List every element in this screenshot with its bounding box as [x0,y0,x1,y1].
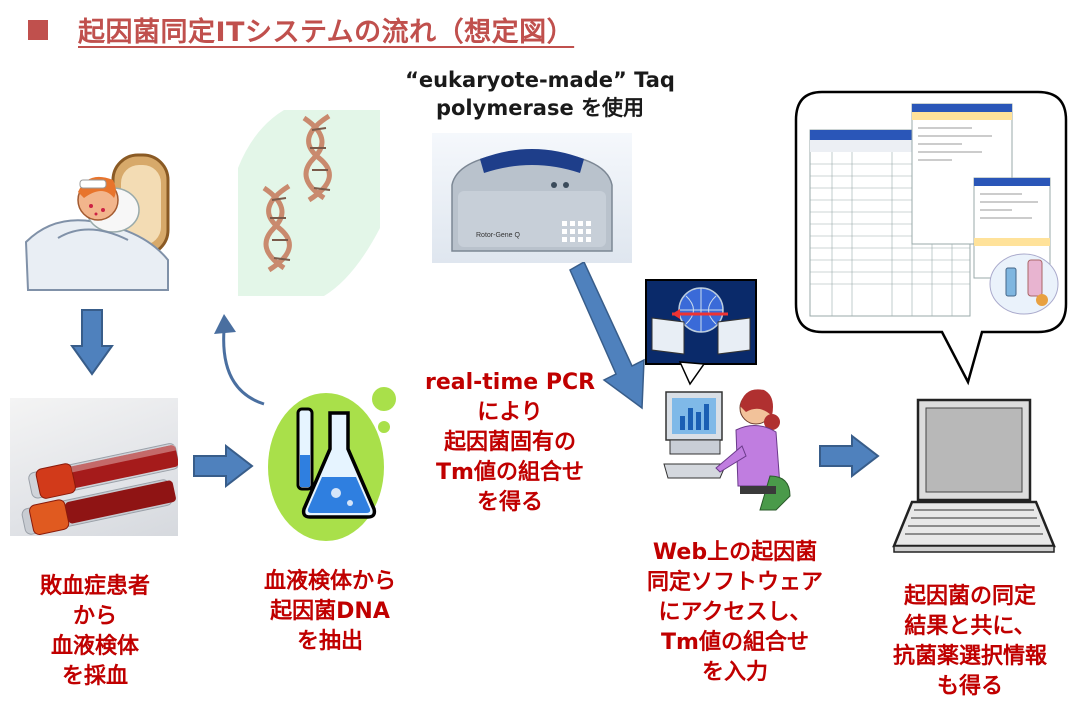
step-extract-text: 血液検体から 起因菌DNA を抽出 [240,567,420,657]
patient-line1: 敗血症患者 [39,574,150,599]
pcr-machine-icon: Rotor-Gene Q [432,133,632,263]
person-at-computer-icon [660,386,798,514]
pcr-line2: により [477,400,543,425]
pcr-caption-line1: “eukaryote-made” Taq [405,68,675,92]
right-arrow-icon [192,444,254,488]
patient-line2: から [72,604,117,629]
result-line1: 起因菌の同定 [903,584,1036,609]
diagonal-arrow-icon [560,262,660,412]
step-result-text: 起因菌の同定 結果と共に、 抗菌薬選択情報 も得る [870,582,1070,702]
patient-line3: 血液検体 [50,634,139,659]
extract-line1: 血液検体から [263,569,396,594]
blood-tube-icon [10,398,178,536]
pcr-enzyme-caption: “eukaryote-made” Taq polymerase を使用 [380,66,700,122]
web-line4: Tm値の組合せ [661,630,809,655]
web-line2: 同定ソフトウェア [646,570,823,595]
result-line4: も得る [936,674,1003,699]
result-line3: 抗菌薬選択情報 [892,644,1047,669]
result-line2: 結果と共に、 [904,614,1036,639]
network-computer-icon [644,278,758,388]
extract-line2: 起因菌DNA [270,599,390,624]
sick-patient-icon [18,150,178,300]
extract-line3: を抽出 [296,629,363,654]
right-arrow-icon [818,434,880,478]
web-line1: Web上の起因菌 [652,540,818,565]
curved-arrow-icon [200,300,280,410]
step-web-text: Web上の起因菌 同定ソフトウェア にアクセスし、 Tm値の組合せ を入力 [630,538,840,688]
pcr-line4: Tm値の組合せ [436,460,584,485]
patient-line4: を採血 [61,664,128,689]
step-pcr-text: real-time PCR により 起因菌固有の Tm値の組合せ を得る [410,368,610,518]
pcr-line5: を得る [476,490,543,515]
down-arrow-icon [70,308,114,376]
dna-helix-icon [234,108,382,298]
web-line5: を入力 [701,660,768,685]
lab-flask-icon [258,385,398,545]
title-bullet [28,20,48,40]
pcr-line3: 起因菌固有の [443,430,576,455]
page-title: 起因菌同定ITシステムの流れ（想定図） [78,17,575,48]
pcr-line1: real-time PCR [424,370,596,395]
pcr-caption-line2: polymerase を使用 [435,96,645,120]
web-line3: にアクセスし、 [658,600,812,625]
step-patient-text: 敗血症患者 から 血液検体 を採血 [10,572,180,692]
laptop-icon [888,398,1060,556]
software-screenshot-icon [792,88,1070,388]
pcr-machine-brand: Rotor-Gene Q [476,232,521,239]
